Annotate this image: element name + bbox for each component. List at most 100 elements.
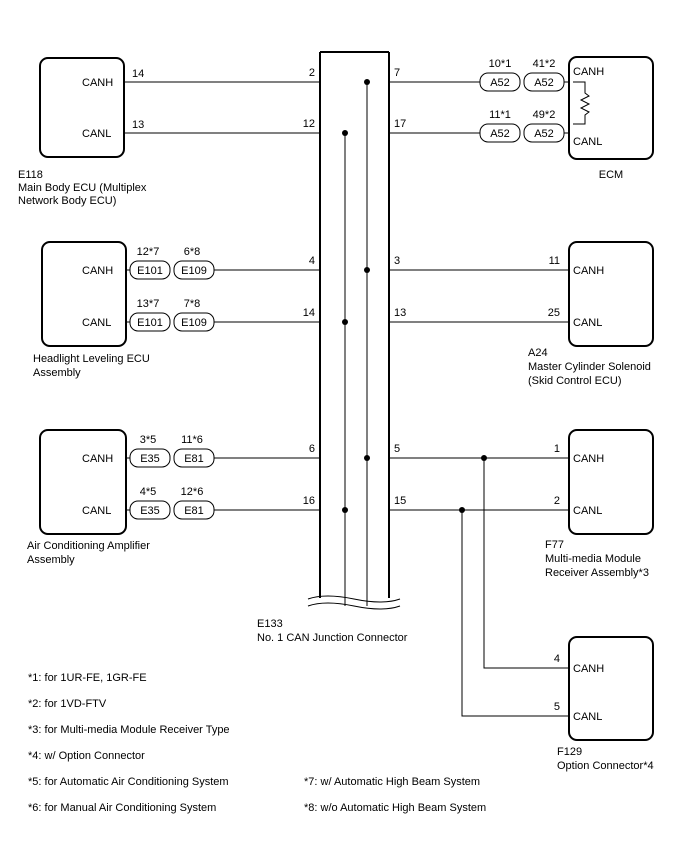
main-body-canl-pin: 13 [132, 119, 144, 131]
ecm-canh-connector [523, 72, 565, 92]
ac-canl-connector-label: E35 [140, 505, 160, 517]
option-code: F129 [557, 746, 582, 758]
ecm-canh-label: CANH [573, 66, 604, 78]
junction-code: E133 [257, 618, 283, 630]
headlight-canl-label: CANL [82, 317, 111, 329]
junction-pin-left: 2 [309, 67, 315, 79]
junction-pin-right: 15 [394, 495, 406, 507]
ecm-canh-connector [479, 72, 521, 92]
footnote: *1: for 1UR-FE, 1GR-FE [28, 672, 147, 684]
footnote: *8: w/o Automatic High Beam System [304, 802, 486, 814]
main-body-canh-pin: 14 [132, 68, 144, 80]
ac-canh-connector-label: E35 [140, 453, 160, 465]
master-canh-pin: 11 [549, 255, 560, 267]
multimedia-canl-label: CANL [573, 505, 602, 517]
ac-canl-pin: 4*5 [140, 486, 157, 498]
footnote: *6: for Manual Air Conditioning System [28, 802, 216, 814]
junction-pin-right: 7 [394, 67, 400, 79]
headlight-canl-connector-label: E109 [181, 317, 207, 329]
junction-pin-right: 5 [394, 443, 400, 455]
master-name: Master Cylinder Solenoid [528, 361, 651, 373]
ac-canh-pin: 11*6 [181, 434, 203, 446]
option-canl-pin: 5 [554, 701, 560, 713]
junction-pin-right: 13 [394, 307, 406, 319]
junction-dot [342, 319, 348, 325]
junction-dot [364, 267, 370, 273]
footnote: *5: for Automatic Air Conditioning Syste… [28, 776, 229, 788]
junction-dot [481, 455, 487, 461]
junction-dot [364, 455, 370, 461]
headlight-ecu-box [41, 241, 127, 347]
ecm-canl-connector [479, 123, 521, 143]
option-connector: CANH CANL 4 5 F129 Option Connector*4 [554, 636, 654, 772]
option-name: Option Connector*4 [557, 760, 654, 772]
multimedia-module: CANH CANL 1 2 F77 Multi-media Module Rec… [545, 429, 654, 579]
ac-canh-pin: 3*5 [140, 434, 157, 446]
ac-canl-connector-label: E81 [184, 505, 204, 517]
ac-canh-connector [173, 448, 215, 468]
ecm-canh-connector-label: A52 [534, 77, 554, 89]
junction-dot [342, 130, 348, 136]
headlight-name: Headlight Leveling ECU [33, 353, 150, 365]
ecm: CANH CANL ECM A52 A52 10*1 41*2 A52 A52 … [479, 56, 654, 181]
junction-break-bottom [307, 602, 401, 610]
junction-pin-right: 17 [394, 118, 406, 130]
ecm-canl-label: CANL [573, 136, 602, 148]
headlight-canl-connector-label: E101 [137, 317, 163, 329]
footnote: *2: for 1VD-FTV [28, 698, 107, 710]
junction-break-top [307, 595, 401, 603]
ecm-canl-pin: 11*1 [489, 109, 511, 121]
footnote: *3: for Multi-media Module Receiver Type [28, 724, 230, 736]
option-connector-box [568, 636, 654, 741]
multimedia-code: F77 [545, 539, 564, 551]
ac-name: Assembly [27, 554, 75, 566]
option-canh-pin: 4 [554, 653, 560, 665]
ac-canl-label: CANL [82, 505, 111, 517]
main-body-ecu-box [39, 57, 125, 158]
headlight-canh-connector-label: E109 [181, 265, 207, 277]
junction-name: No. 1 CAN Junction Connector [257, 632, 408, 644]
junction-pin-left: 4 [309, 255, 315, 267]
multimedia-box [568, 429, 654, 535]
main-body-ecu: CANH CANL 14 13 E118 Main Body ECU (Mult… [18, 57, 147, 207]
master-canl-label: CANL [573, 317, 602, 329]
main-body-canh-label: CANH [82, 77, 113, 89]
headlight-canh-pin: 6*8 [184, 246, 201, 258]
option-canl-label: CANL [573, 711, 602, 723]
junction-pin-left: 14 [303, 307, 315, 319]
ac-canl-connector [173, 500, 215, 520]
ecm-box [568, 56, 654, 160]
junction-pin-left: 12 [303, 118, 315, 130]
multimedia-canh-label: CANH [573, 453, 604, 465]
junction-pin-left: 16 [303, 495, 315, 507]
ecm-canh-pin: 41*2 [533, 58, 556, 70]
main-body-name: Main Body ECU (Multiplex [18, 182, 147, 194]
ac-canh-label: CANH [82, 453, 113, 465]
ac-amplifier: CANH CANL E35 E81 3*5 11*6 E35 E81 4*5 1… [27, 429, 215, 566]
resistor-icon [573, 81, 591, 125]
multimedia-name: Multi-media Module [545, 553, 641, 565]
headlight-ecu: CANH CANL E101 E109 12*7 6*8 E101 E109 1… [33, 241, 215, 379]
ac-canl-connector [129, 500, 171, 520]
junction-dot [342, 507, 348, 513]
master-name: (Skid Control ECU) [528, 375, 622, 387]
junction-connector: 2 7 12 17 4 3 14 13 6 5 16 15 E133 No. 1… [257, 51, 408, 644]
wires [124, 81, 569, 717]
ac-canh-connector [129, 448, 171, 468]
headlight-canh-connector [173, 260, 215, 280]
ecm-canl-connector-label: A52 [490, 128, 510, 140]
headlight-canl-pin: 13*7 [137, 298, 160, 310]
ecm-canh-connector-label: A52 [490, 77, 510, 89]
junction-pin-left: 6 [309, 443, 315, 455]
headlight-canh-connector [129, 260, 171, 280]
footnote: *7: w/ Automatic High Beam System [304, 776, 480, 788]
master-code: A24 [528, 347, 548, 359]
footnotes: *1: for 1UR-FE, 1GR-FE *2: for 1VD-FTV *… [28, 672, 486, 814]
junction-pin-right: 3 [394, 255, 400, 267]
main-body-name: Network Body ECU) [18, 195, 116, 207]
multimedia-canl-pin: 2 [554, 495, 560, 507]
ecm-canl-connector [523, 123, 565, 143]
main-body-canl-label: CANL [82, 128, 111, 140]
master-canl-pin: 25 [548, 307, 560, 319]
